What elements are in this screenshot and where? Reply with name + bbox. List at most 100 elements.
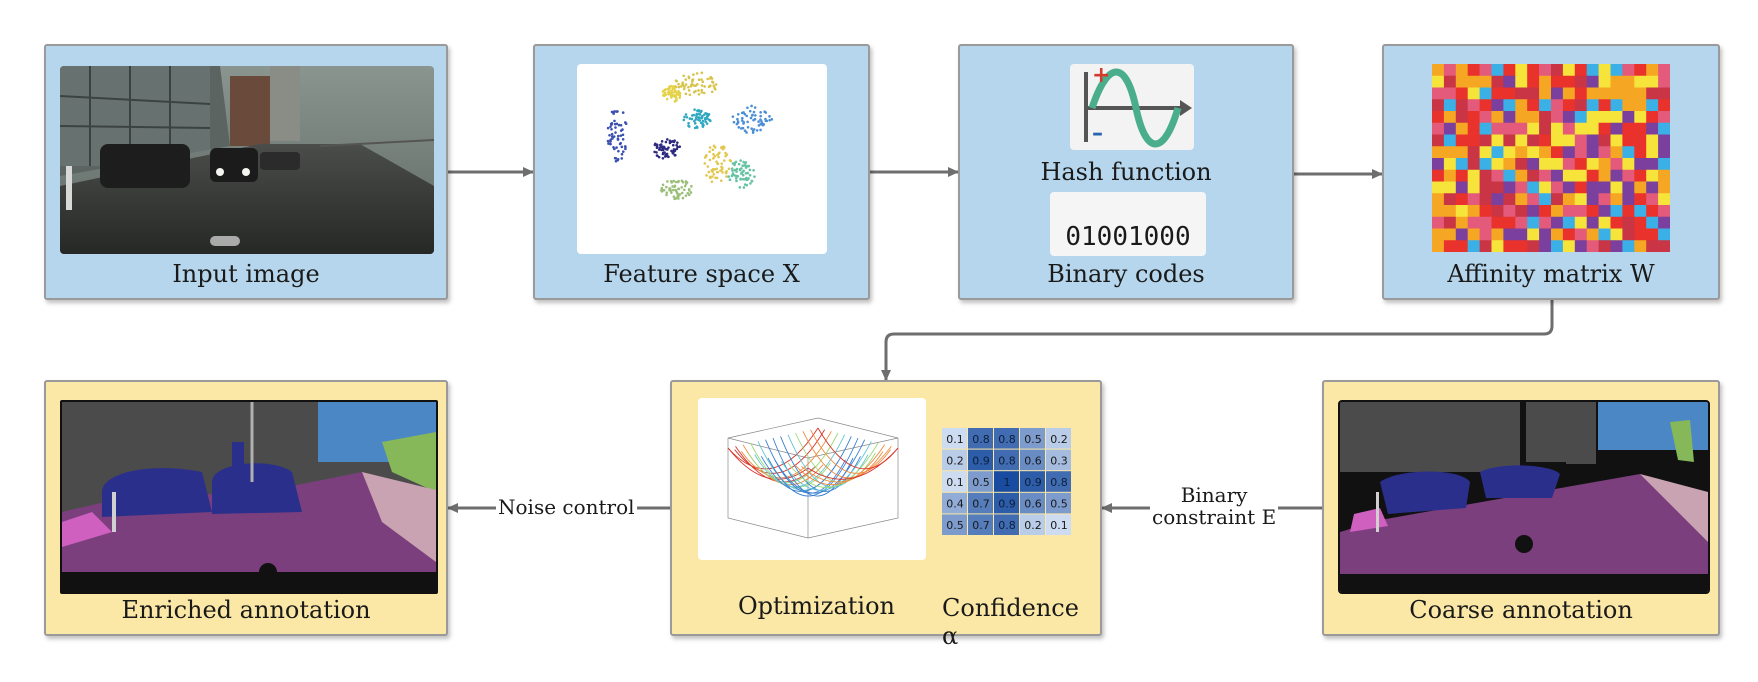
affinity-cell [1562, 228, 1576, 241]
affinity-cell [1598, 75, 1611, 88]
scatter-point [661, 147, 665, 151]
scatter-point [621, 128, 624, 131]
affinity-cell [1503, 181, 1516, 194]
scatter-point [748, 168, 752, 172]
scatter-point [733, 174, 736, 177]
scatter-point [710, 80, 714, 84]
input-image-panel: Input image [44, 44, 448, 300]
affinity-cell [1574, 111, 1587, 124]
scatter-point [735, 170, 738, 173]
affinity-cell [1491, 134, 1504, 147]
scatter-point [697, 92, 701, 96]
scatter-point [693, 122, 697, 125]
scatter-point [609, 138, 612, 141]
affinity-cell [1455, 205, 1468, 218]
coarse-segmentation-map [1338, 400, 1710, 594]
confidence-cell-value: 0.8 [998, 519, 1016, 532]
scatter-point [765, 119, 769, 123]
scatter-point [690, 83, 693, 87]
affinity-matrix-caption: Affinity matrix W [1447, 260, 1655, 288]
affinity-cell [1467, 228, 1480, 241]
scatter-point [687, 193, 691, 197]
scatter-point [666, 154, 669, 158]
affinity-cell [1515, 193, 1528, 206]
scatter-point [667, 92, 671, 96]
scatter-point [661, 156, 665, 160]
affinity-cell [1610, 193, 1623, 206]
scatter-point [713, 146, 717, 149]
scatter-point [684, 83, 688, 86]
affinity-cell [1467, 99, 1480, 112]
affinity-cell [1598, 216, 1611, 229]
scatter-point [620, 152, 624, 156]
scatter-point [715, 176, 719, 180]
affinity-cell [1503, 146, 1516, 159]
scatter-point [672, 195, 676, 198]
affinity-cell [1586, 205, 1599, 218]
scatter-point [666, 138, 669, 141]
affinity-cell [1622, 122, 1635, 135]
scatter-point [624, 147, 627, 151]
confidence-cell [994, 514, 1019, 535]
scatter-point [719, 179, 723, 182]
scatter-point [673, 100, 677, 103]
scatter-point [661, 152, 665, 156]
affinity-cell [1503, 75, 1516, 88]
scatter-point [674, 196, 678, 200]
surface-mesh-line [747, 432, 839, 483]
scatter-point [701, 114, 704, 118]
scatter-point [663, 94, 666, 98]
scatter-point [677, 90, 680, 93]
scatter-point [712, 172, 716, 176]
affinity-cell [1515, 181, 1528, 194]
scatter-point [656, 154, 659, 157]
scatter-point [745, 131, 748, 134]
affinity-cell [1610, 240, 1623, 252]
confidence-cell-value: 0.8 [972, 433, 990, 446]
scatter-point [683, 115, 686, 119]
scatter-point [665, 191, 669, 194]
affinity-cell [1610, 87, 1623, 100]
affinity-cell [1515, 205, 1528, 218]
affinity-cell [1515, 228, 1528, 241]
affinity-cell [1586, 111, 1599, 124]
scatter-point [670, 89, 674, 92]
surface-mesh-line [802, 431, 884, 479]
scatter-point [675, 191, 679, 195]
affinity-cell [1646, 134, 1659, 147]
affinity-cell [1467, 64, 1480, 77]
affinity-cell [1658, 64, 1670, 77]
affinity-cell [1479, 158, 1492, 171]
scatter-point [614, 126, 617, 129]
scatter-point [697, 108, 701, 112]
affinity-cell [1622, 228, 1635, 241]
scatter-point [666, 180, 669, 183]
scatter-point [742, 160, 745, 164]
affinity-cell [1622, 216, 1635, 229]
affinity-cell [1467, 134, 1480, 147]
scatter-point [720, 145, 723, 149]
affinity-cell [1551, 181, 1564, 194]
confidence-cell-value: 0.9 [998, 498, 1016, 511]
scatter-point [748, 173, 752, 177]
scatter-point [749, 182, 752, 185]
affinity-cell [1455, 99, 1468, 112]
scatter-point [757, 120, 760, 123]
affinity-cell [1586, 87, 1599, 100]
affinity-cell [1646, 87, 1659, 100]
scatter-point [729, 159, 733, 163]
scatter-point [695, 72, 699, 75]
scatter-point [609, 142, 612, 146]
optimization-caption: Optimization [738, 592, 895, 620]
scatter-point [674, 79, 678, 82]
scatter-point [759, 114, 762, 118]
scatter-point [750, 104, 753, 108]
scatter-point [735, 179, 738, 183]
scatter-point [610, 135, 614, 138]
affinity-cell [1622, 111, 1635, 124]
affinity-cell [1443, 193, 1457, 206]
scatter-point [687, 187, 691, 191]
scatter-point [711, 175, 714, 178]
affinity-cell [1539, 75, 1552, 88]
affinity-cell [1551, 99, 1564, 112]
